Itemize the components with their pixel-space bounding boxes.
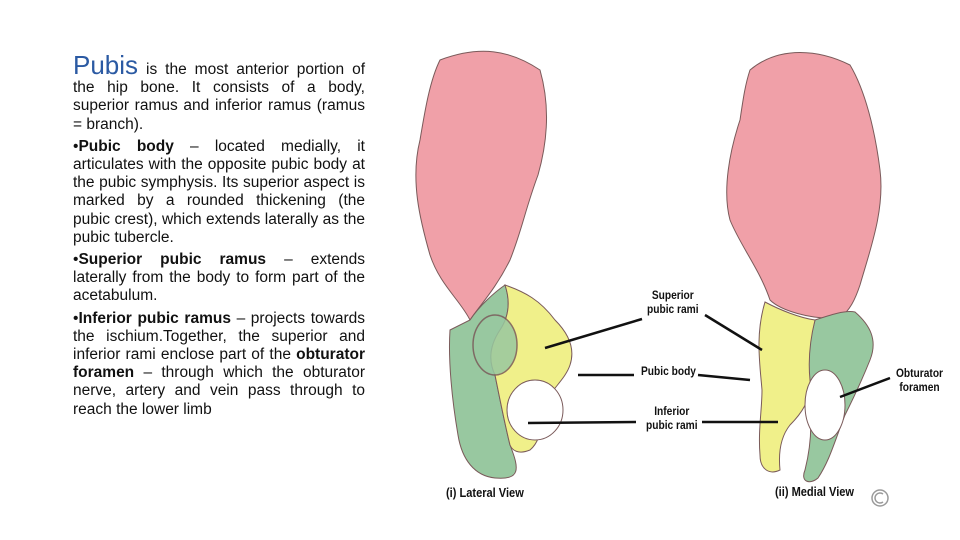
line-superior-right bbox=[704, 313, 763, 352]
pointer-lines bbox=[527, 313, 891, 425]
label-superior-line2: pubic rami bbox=[647, 302, 699, 316]
label-medial-view: (ii) Medial View bbox=[775, 484, 855, 499]
line-body-right bbox=[697, 373, 751, 382]
line-obturator bbox=[839, 376, 891, 399]
desc-obturator-foramen: – through which the obturator nerve, art… bbox=[73, 364, 365, 418]
lateral-view-bone bbox=[415, 50, 573, 479]
label-superior-line1: Superior bbox=[651, 288, 694, 302]
label-superior-pubic-rami: Superior pubic rami bbox=[647, 288, 699, 316]
ilium-medial bbox=[726, 52, 882, 319]
desc-pubic-body: – located medially, it articulates with … bbox=[73, 137, 365, 246]
copyright-icon bbox=[871, 489, 889, 507]
obturator-foramen-medial bbox=[804, 369, 846, 441]
term-inferior-ramus: Inferior pubic ramus bbox=[78, 309, 231, 327]
pubis-heading: Pubis bbox=[73, 50, 139, 80]
label-pubic-body: Pubic body bbox=[641, 364, 696, 378]
desc-inferior-ramus: – projects towards the ischium.Together,… bbox=[73, 309, 365, 364]
bullet-mark: • bbox=[73, 251, 79, 269]
intro-paragraph: Pubis is the most anterior portion of th… bbox=[73, 52, 365, 134]
bullet-superior-ramus: •Superior pubic ramus – extends laterall… bbox=[73, 251, 365, 306]
medial-view-bone bbox=[726, 52, 882, 483]
bullet-pubic-body: •Pubic body – located medially, it artic… bbox=[73, 138, 365, 247]
term-superior-ramus: Superior pubic ramus bbox=[78, 251, 267, 269]
label-obturator-line2: foramen bbox=[899, 380, 940, 394]
teachme-logo bbox=[870, 485, 950, 513]
label-obturator-line1: Obturator bbox=[896, 366, 944, 380]
label-inferior-pubic-rami: Inferior pubic rami bbox=[646, 404, 698, 432]
acetabulum-lateral bbox=[472, 314, 518, 376]
pubis-medial bbox=[758, 301, 816, 473]
obturator-foramen-lateral bbox=[506, 379, 564, 441]
hip-bone-diagram bbox=[415, 50, 891, 483]
bullet-mark: • bbox=[73, 309, 79, 327]
label-body-text: Pubic body bbox=[641, 364, 696, 378]
text-column: Pubis is the most anterior portion of th… bbox=[73, 52, 365, 423]
label-obturator-foramen: Obturator foramen bbox=[896, 366, 943, 394]
bullet-inferior-ramus: •Inferior pubic ramus – projects towards… bbox=[73, 310, 365, 419]
line-inferior-left bbox=[527, 420, 637, 425]
label-inferior-line1: Inferior bbox=[654, 404, 690, 418]
bullet-mark: • bbox=[73, 137, 79, 155]
line-superior-left bbox=[544, 317, 643, 350]
label-lateral-view: (i) Lateral View bbox=[446, 485, 524, 500]
intro-lead: is the most anterior portion of the hip … bbox=[73, 61, 365, 133]
label-inferior-line2: pubic rami bbox=[646, 418, 698, 432]
desc-superior-ramus: – extends laterally from the body to for… bbox=[73, 251, 365, 305]
term-pubic-body: Pubic body bbox=[78, 137, 174, 155]
ilium-lateral bbox=[415, 50, 548, 321]
term-obturator-foramen: obturator foramen bbox=[73, 346, 365, 382]
